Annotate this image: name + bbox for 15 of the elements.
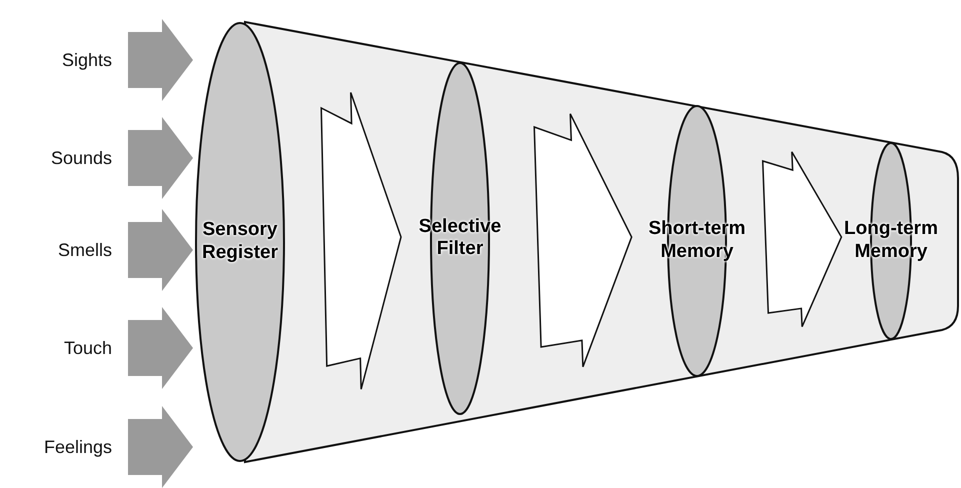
block-arrow (320, 92, 402, 390)
input-arrow (128, 117, 193, 199)
sense-label: Smells (58, 240, 112, 260)
stage-ellipse (195, 22, 285, 462)
block-arrow (533, 113, 632, 368)
sense-label: Touch (64, 338, 112, 358)
sense-label: Feelings (44, 436, 112, 458)
input-arrow (128, 307, 193, 389)
input-arrow (128, 406, 193, 488)
input-arrow (128, 19, 193, 101)
sense-label: Sounds (51, 148, 112, 168)
block-arrow (762, 151, 842, 328)
input-arrow (128, 209, 193, 291)
stage-label: Sensory Register (200, 219, 280, 265)
sense-label: Sights (62, 50, 112, 70)
